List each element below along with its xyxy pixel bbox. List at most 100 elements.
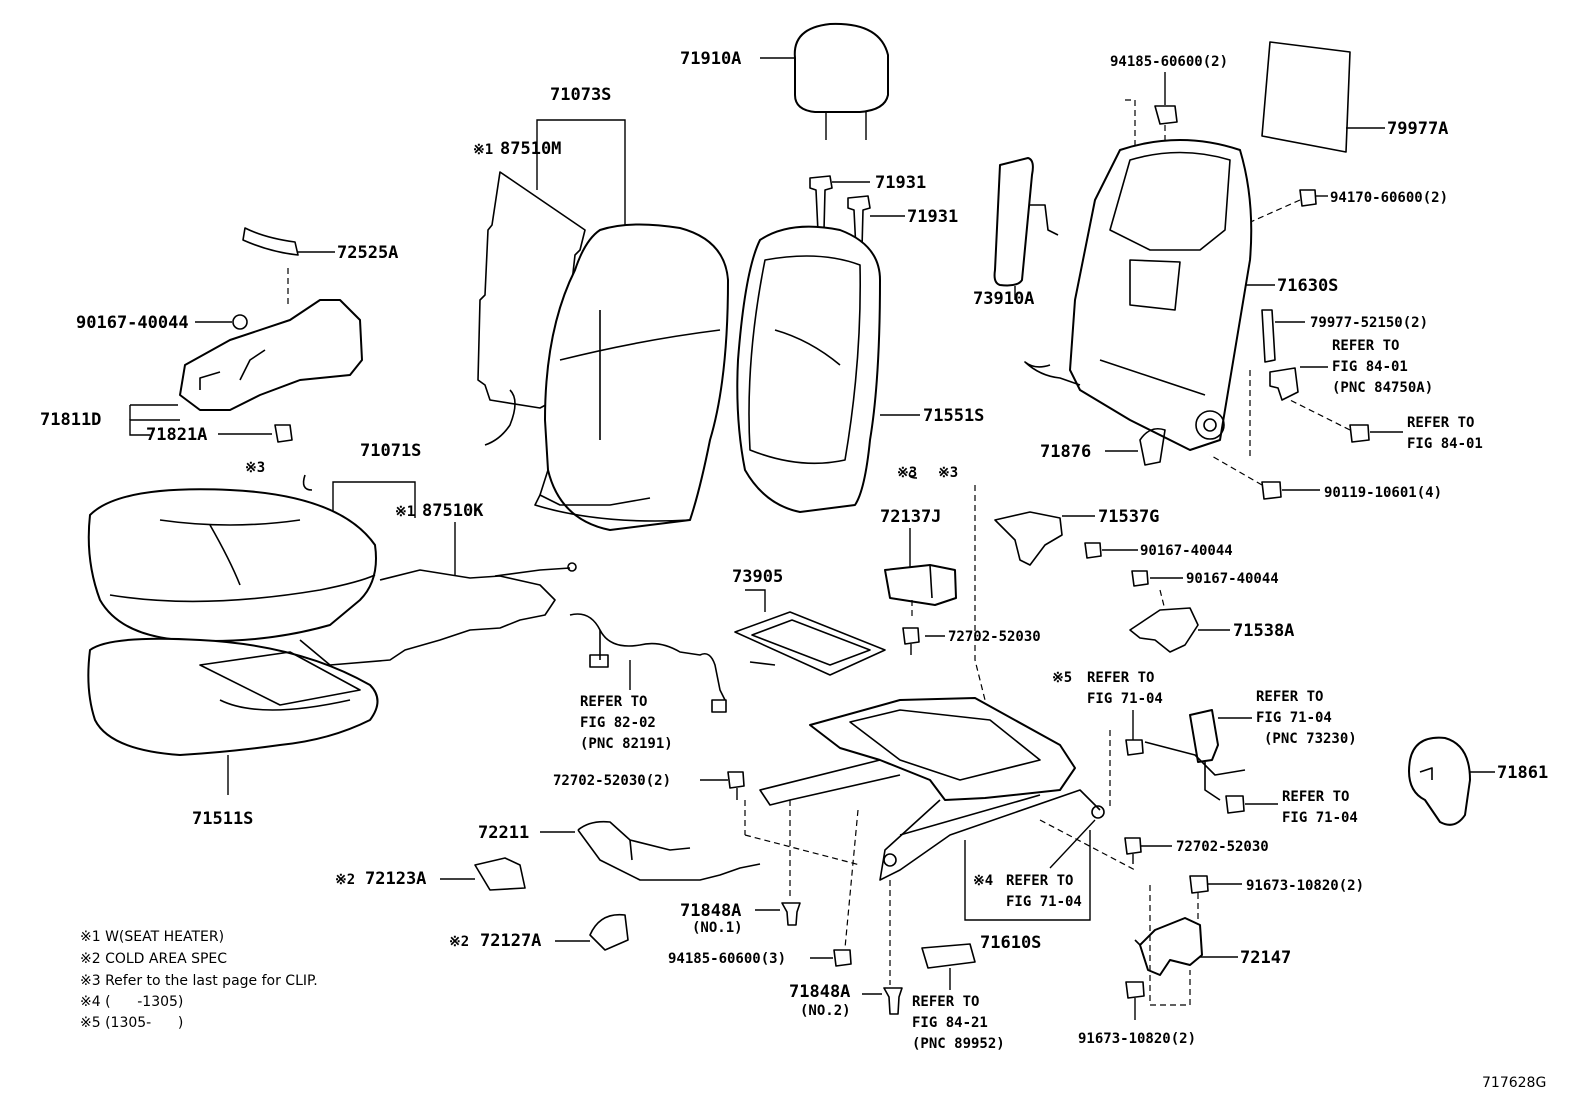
wire-harness-drawing bbox=[569, 613, 727, 713]
part-71610S: 71610S bbox=[980, 933, 1041, 953]
part-72702-52030-a: 72702-52030 bbox=[948, 629, 1041, 645]
mark-5: ※5 bbox=[1052, 670, 1072, 686]
ref-7104b-line1: REFER TO bbox=[1256, 689, 1323, 705]
part-73910A: 73910A bbox=[973, 289, 1034, 309]
side-shield-drawing bbox=[179, 299, 363, 411]
part-79977A: 79977A bbox=[1387, 119, 1448, 139]
knob-72525A-drawing bbox=[242, 227, 299, 256]
part-71876: 71876 bbox=[1040, 442, 1091, 462]
cover-71876-drawing bbox=[1139, 427, 1166, 466]
part-72702-52030-b: 72702-52030 bbox=[1176, 839, 1269, 855]
cover-71861-drawing bbox=[1408, 736, 1471, 826]
note-4: ※4 ( -1305) bbox=[80, 994, 183, 1010]
ref-8421-line1: REFER TO bbox=[912, 994, 979, 1010]
part-87510K: 87510K bbox=[422, 501, 484, 521]
part-71811D: 71811D bbox=[40, 410, 101, 430]
cushion-heater-drawing bbox=[299, 562, 577, 666]
part-71511S: 71511S bbox=[192, 809, 253, 829]
ref-7104d-line1: REFER TO bbox=[1282, 789, 1349, 805]
seat-track-drawing bbox=[759, 697, 1105, 881]
airbag-73910A-drawing bbox=[993, 157, 1059, 287]
ref-8401a-line1: REFER TO bbox=[1332, 338, 1399, 354]
mat-73905-drawing bbox=[734, 611, 886, 676]
part-72127A: 72127A bbox=[480, 931, 541, 951]
part-87510M: 87510M bbox=[500, 139, 561, 159]
part-71848A-1-note: (NO.1) bbox=[692, 920, 743, 936]
ref-7104a-line2: FIG 71-04 bbox=[1087, 691, 1163, 707]
ref-8401a-line2: FIG 84-01 bbox=[1332, 359, 1408, 375]
backboard-79977A-drawing bbox=[1261, 41, 1351, 153]
part-71931-a: 71931 bbox=[875, 173, 926, 193]
ref-8202-line1: REFER TO bbox=[580, 694, 647, 710]
part-94185-60600-3: 94185-60600(3) bbox=[668, 951, 786, 967]
part-71848A-2: 71848A bbox=[789, 982, 850, 1002]
note-1: ※1 W(SEAT HEATER) bbox=[80, 929, 224, 945]
part-91673-10820-a: 91673-10820(2) bbox=[1246, 878, 1364, 894]
mark-4: ※4 bbox=[973, 873, 993, 889]
ref-7104c-line1: REFER TO bbox=[1006, 873, 1073, 889]
part-91673-10820-b: 91673-10820(2) bbox=[1078, 1031, 1196, 1047]
ref-8401b-line2: FIG 84-01 bbox=[1407, 436, 1483, 452]
torsion-bar-72211-drawing bbox=[577, 820, 761, 881]
buckle-73230-drawing bbox=[1144, 709, 1246, 801]
part-79977-52150-2: 79977-52150(2) bbox=[1310, 315, 1428, 331]
part-71910A: 71910A bbox=[680, 49, 741, 69]
mark-2-a: ※2 bbox=[335, 872, 355, 888]
ref-8421-line3: (PNC 89952) bbox=[912, 1036, 1005, 1052]
part-71551S: 71551S bbox=[923, 406, 984, 426]
figure-id: 717628G bbox=[1482, 1075, 1546, 1091]
part-72137J: 72137J bbox=[880, 507, 941, 527]
part-71630S: 71630S bbox=[1277, 276, 1338, 296]
part-94170-60600-2: 94170-60600(2) bbox=[1330, 190, 1448, 206]
part-94185-60600-2: 94185-60600(2) bbox=[1110, 54, 1228, 70]
part-90167-40044-c: 90167-40044 bbox=[1186, 571, 1279, 587]
ref-7104c-line2: FIG 71-04 bbox=[1006, 894, 1082, 910]
ref-7104d-line2: FIG 71-04 bbox=[1282, 810, 1358, 826]
sensor-89952-drawing bbox=[921, 943, 976, 969]
ref-8401a-line3: (PNC 84750A) bbox=[1332, 380, 1433, 396]
seatback-outer-drawing bbox=[736, 225, 881, 513]
bracket-79977-52150-drawing bbox=[1261, 309, 1276, 363]
mark-1-b: ※1 bbox=[395, 504, 415, 520]
ref-7104b-line3: (PNC 73230) bbox=[1264, 731, 1357, 747]
part-90167-40044-b: 90167-40044 bbox=[1140, 543, 1233, 559]
headrest-drawing bbox=[793, 22, 889, 140]
cover-71538A-drawing bbox=[1129, 607, 1199, 653]
ref-7104a-line1: REFER TO bbox=[1087, 670, 1154, 686]
cushion-pad-drawing bbox=[87, 488, 377, 642]
part-72211: 72211 bbox=[478, 823, 529, 843]
part-90119-10601-4: 90119-10601(4) bbox=[1324, 485, 1442, 501]
knob-72137J-drawing bbox=[884, 564, 957, 606]
cover-71537G-drawing bbox=[994, 511, 1063, 566]
note-2: ※2 COLD AREA SPEC bbox=[80, 951, 227, 967]
seatback-cover-drawing bbox=[534, 223, 729, 531]
seatback-heater-drawing bbox=[477, 171, 586, 446]
note-3: ※3 Refer to the last page for CLIP. bbox=[80, 973, 318, 989]
ref-8202-line2: FIG 82-02 bbox=[580, 715, 656, 731]
part-73905: 73905 bbox=[732, 567, 783, 587]
part-71848A-1: 71848A bbox=[680, 901, 741, 921]
ref-8401b-line1: REFER TO bbox=[1407, 415, 1474, 431]
part-72702-52030-2: 72702-52030(2) bbox=[553, 773, 671, 789]
cushion-cover-drawing bbox=[87, 637, 379, 756]
legend-notes: ※1 W(SEAT HEATER) ※2 COLD AREA SPEC ※3 R… bbox=[80, 929, 318, 1031]
part-71861: 71861 bbox=[1497, 763, 1548, 783]
part-71071S: 71071S bbox=[360, 441, 421, 461]
part-71538A: 71538A bbox=[1233, 621, 1294, 641]
part-71821A: 71821A bbox=[146, 425, 207, 445]
ref-7104b-line2: FIG 71-04 bbox=[1256, 710, 1332, 726]
part-71931-b: 71931 bbox=[907, 207, 958, 227]
part-71848A-2-note: (NO.2) bbox=[800, 1003, 851, 1019]
part-72123A: 72123A bbox=[365, 869, 426, 889]
seatback-frame-drawing bbox=[1024, 139, 1253, 451]
ref-8421-line2: FIG 84-21 bbox=[912, 1015, 988, 1031]
mark-3-b-symbol: ※3 bbox=[938, 465, 958, 481]
part-90167-40044-a: 90167-40044 bbox=[76, 313, 189, 333]
mark-1-a: ※1 bbox=[473, 142, 493, 158]
part-72147: 72147 bbox=[1240, 948, 1291, 968]
mark-3-a: ※3 bbox=[245, 460, 265, 476]
part-71537G: 71537G bbox=[1098, 507, 1159, 527]
mark-2-b: ※2 bbox=[449, 934, 469, 950]
ref-8202-line3: (PNC 82191) bbox=[580, 736, 673, 752]
